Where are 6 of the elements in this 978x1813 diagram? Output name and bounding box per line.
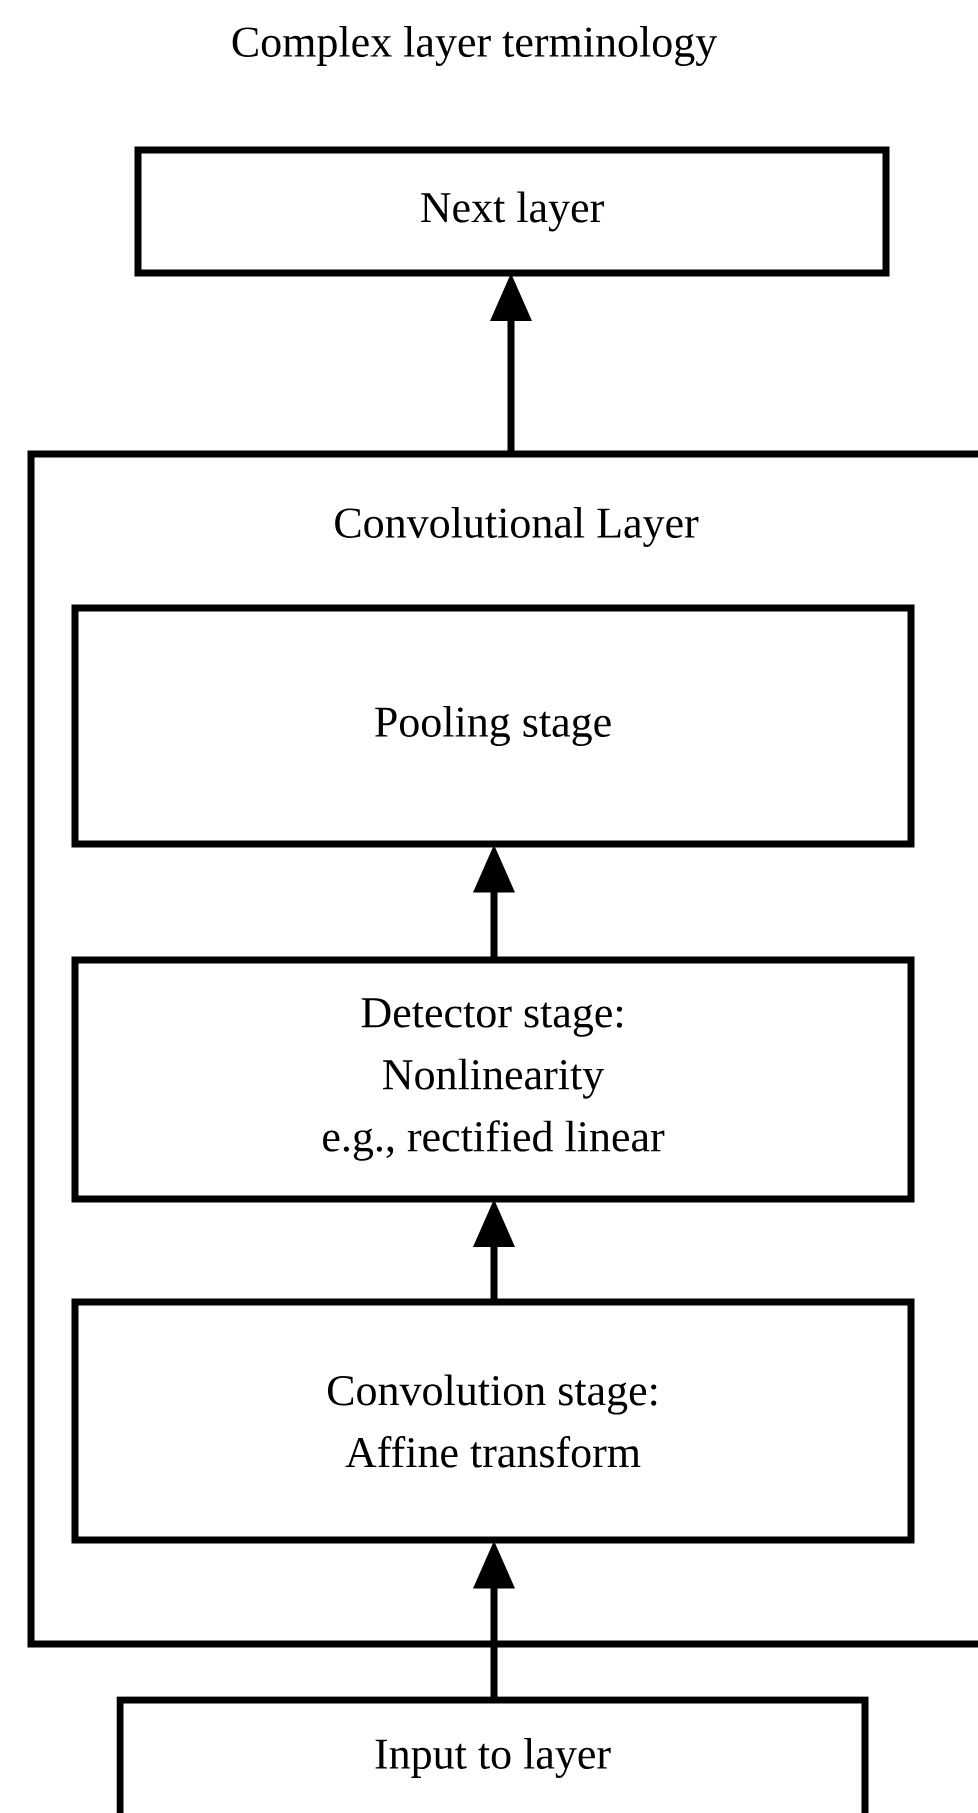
layer-box: Next layer: [134, 146, 890, 277]
layer-box: Input to layer: [116, 1696, 869, 1813]
stage-box: Detector stage: Nonlinearity e.g., rectified linear: [71, 956, 915, 1203]
stage-box: Convolution stage: Affine transform: [71, 1298, 915, 1544]
title: Complex layer terminology: [232, 26, 718, 67]
stage-box: Pooling stage: [71, 604, 915, 848]
